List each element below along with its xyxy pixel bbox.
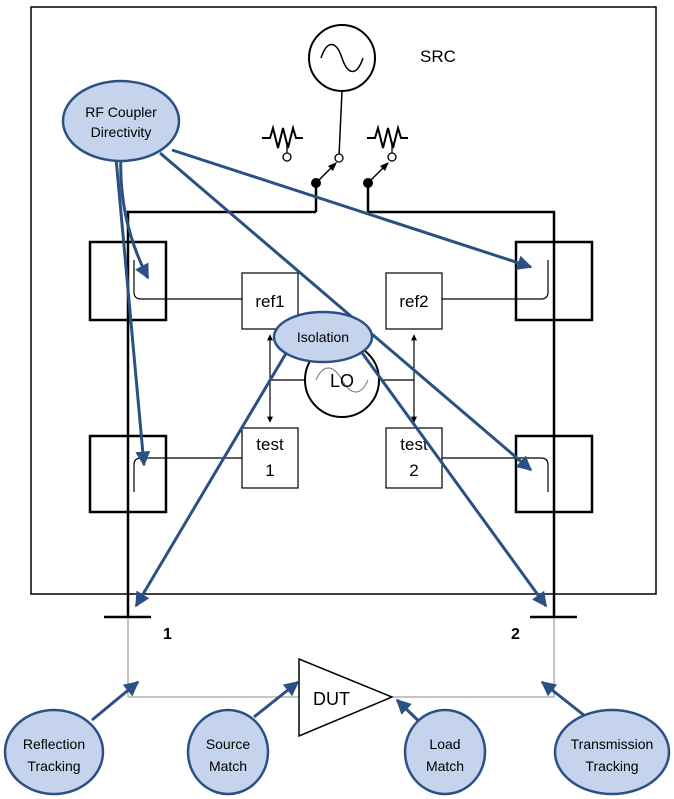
callout-isolation: Isolation: [272, 310, 374, 364]
callout-coupler-directivity-line1: RF Coupler: [85, 104, 157, 120]
coupler-test2: [442, 434, 594, 514]
instrument-frame: [30, 6, 657, 595]
dut-amplifier: [298, 657, 394, 738]
callout-transmission-tracking-line1: Transmission: [571, 736, 654, 752]
port1-label: 1: [163, 626, 172, 643]
receiver-ref1: ref1: [241, 272, 299, 330]
source-node: [334, 153, 344, 163]
receiver-test1-label-line2: 1: [265, 461, 274, 480]
callout-reflection-tracking-line1: Reflection: [23, 736, 85, 752]
receiver-test2-label-line2: 2: [409, 461, 418, 480]
signal-source: [308, 24, 376, 163]
receiver-ref1-label: ref1: [255, 292, 284, 311]
callout-coupler-directivity-line2: Directivity: [91, 124, 152, 140]
arrow-source-match-to-dut: [253, 680, 300, 719]
receiver-test2-label-line1: test: [400, 435, 428, 454]
arrow-reflection-to-path: [91, 680, 140, 722]
callout-coupler-directivity: RF Coupler Directivity: [61, 79, 181, 163]
arrow-directivity-to-test2: [159, 151, 533, 472]
left-termination-resistor-icon: [262, 124, 303, 162]
callout-load-match-line1: Load: [429, 736, 460, 752]
callout-source-match-line2: Match: [209, 758, 247, 774]
receiver-test1: test 1: [241, 427, 299, 489]
dut-label: DUT: [313, 689, 350, 709]
callout-reflection-tracking: Reflection Tracking: [3, 708, 105, 796]
sine-wave-icon: [320, 43, 364, 73]
arrow-directivity-to-ref1: [119, 153, 150, 280]
receiver-ref2-label: ref2: [399, 292, 428, 311]
arrow-directivity-to-test1: [114, 157, 151, 467]
arrow-directivity-to-ref2: [171, 148, 533, 270]
coupler-ref2: [442, 240, 594, 322]
arrow-isolation-to-port2: [358, 349, 548, 608]
lo-label: LO: [330, 371, 354, 391]
coupler-ref1: [88, 240, 242, 322]
receiver-test1-label-line1: test: [256, 435, 284, 454]
source-lead: [338, 90, 343, 157]
callout-source-match-line1: Source: [206, 736, 251, 752]
error-term-arrows: [91, 148, 591, 736]
receiver-test2: test 2: [385, 427, 443, 489]
callout-source-match: Source Match: [186, 708, 270, 796]
port2-label: 2: [511, 626, 520, 643]
callout-transmission-tracking: Transmission Tracking: [553, 708, 671, 796]
lo-sine-icon: [315, 367, 369, 393]
arrow-isolation-to-port1: [134, 349, 290, 608]
callout-load-match: Load Match: [403, 708, 487, 796]
right-termination-resistor-icon: [367, 124, 408, 162]
source-label: SRC: [420, 47, 456, 66]
callout-transmission-tracking-line2: Tracking: [585, 758, 638, 774]
callout-load-match-line2: Match: [426, 758, 464, 774]
callout-isolation-line1: Isolation: [297, 329, 349, 345]
arrow-transmission-to-path: [540, 680, 591, 722]
coupler-test1: [88, 434, 242, 514]
transfer-switch: [311, 162, 389, 212]
callout-reflection-tracking-line2: Tracking: [27, 758, 80, 774]
dut-path: [127, 618, 555, 698]
receiver-ref2: ref2: [385, 272, 443, 330]
